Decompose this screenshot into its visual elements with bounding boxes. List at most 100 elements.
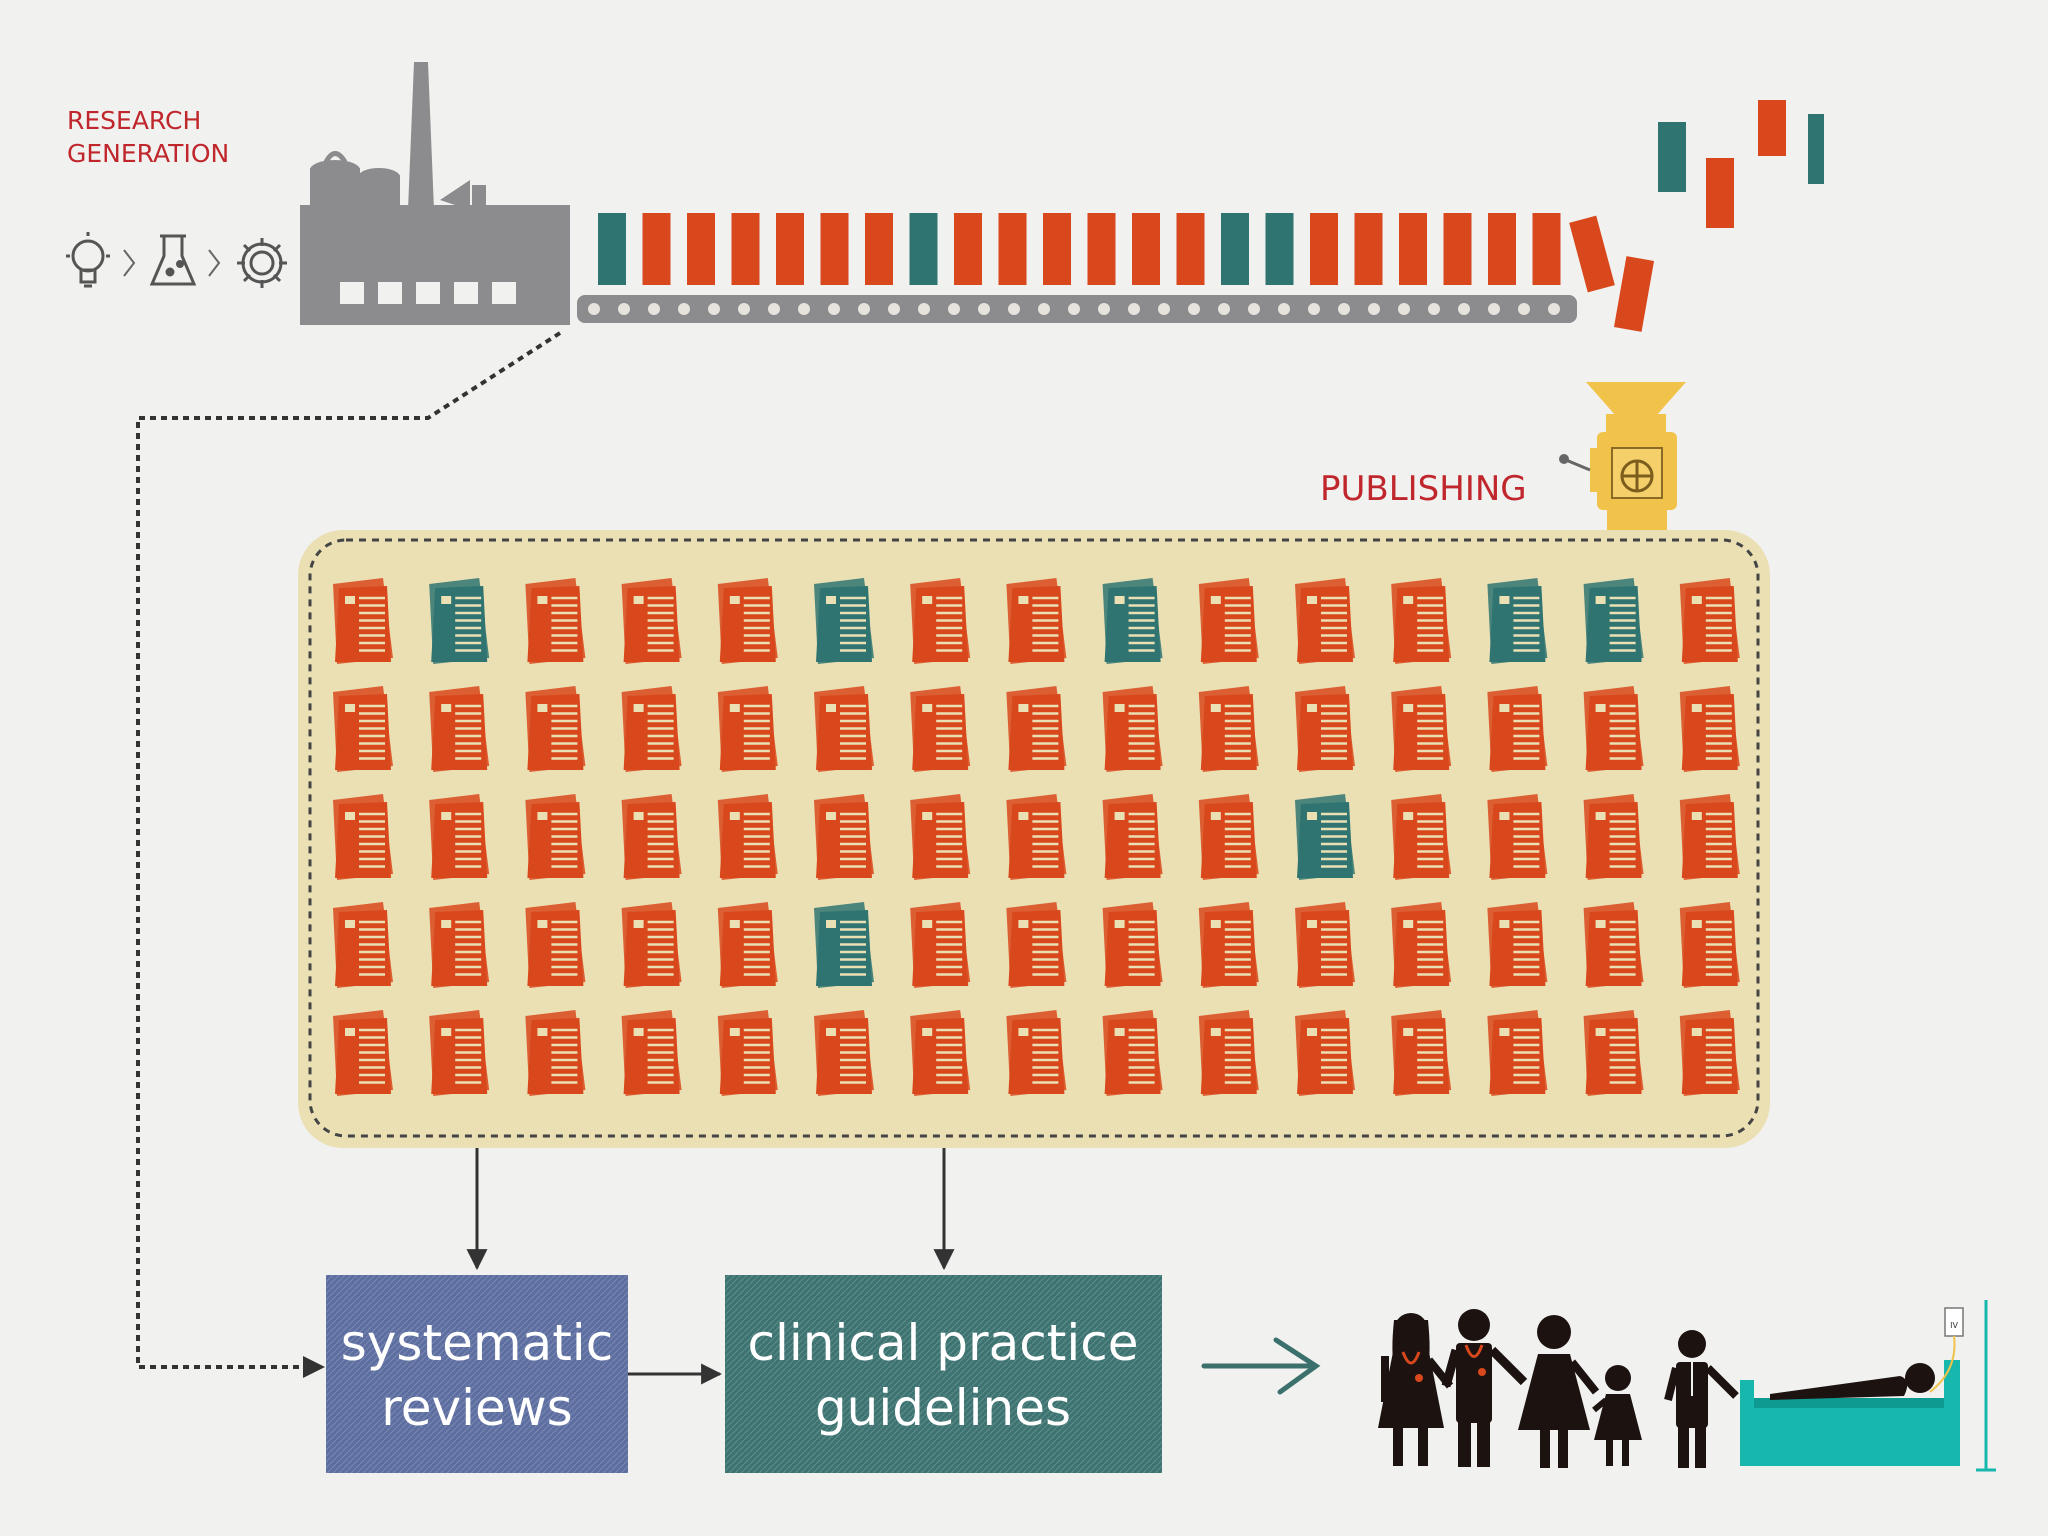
publication-document-icon: [1487, 578, 1548, 664]
publication-document-icon: [1006, 578, 1067, 664]
roller: [888, 303, 900, 315]
roller: [768, 303, 780, 315]
publication-document-icon: [717, 578, 778, 664]
publication-document-icon: [1487, 1010, 1548, 1096]
publication-document-icon: [621, 578, 682, 664]
roller: [738, 303, 750, 315]
publication-document-icon: [1583, 794, 1644, 880]
publication-document-icon: [1295, 686, 1355, 772]
systematic-reviews-line1: systematic: [341, 1314, 613, 1372]
conveyor-paper-block: [1087, 213, 1116, 285]
research-label-line2: GENERATION: [67, 139, 229, 168]
conveyor-paper-block: [1265, 213, 1294, 285]
publication-document-icon: [429, 794, 490, 880]
publication-document-icon: [910, 902, 971, 988]
patient-in-bed-icon: IV: [1740, 1300, 1996, 1472]
feedback-dotted-line: [136, 331, 562, 1369]
publication-pool-border: [308, 538, 1760, 1138]
publication-document-icon: [910, 1010, 971, 1096]
publication-document-icon: [1295, 578, 1355, 664]
publication-document-icon: [1391, 902, 1452, 988]
roller: [858, 303, 870, 315]
roller: [1338, 303, 1350, 315]
publication-document-icon: [1295, 902, 1355, 988]
people-group: IV: [1378, 1300, 1996, 1472]
publication-document-icon: [1391, 578, 1452, 664]
publication-document-icon: [717, 794, 778, 880]
systematic-reviews-line2: reviews: [381, 1379, 572, 1437]
publication-document-icon: [1198, 686, 1259, 772]
publication-document-icon: [525, 902, 586, 988]
research-label-line1: RESEARCH: [67, 106, 201, 135]
publication-document-icon: [1583, 902, 1644, 988]
publication-document-icon: [1198, 578, 1259, 664]
publication-document-icon: [1583, 578, 1644, 664]
conveyor-paper-block: [687, 213, 715, 285]
roller: [1068, 303, 1080, 315]
conveyor-paper-block: [1132, 213, 1160, 285]
roller: [1038, 303, 1050, 315]
publication-document-icon: [429, 902, 490, 988]
roller: [1188, 303, 1200, 315]
arrow-head: [303, 1356, 325, 1378]
flask-icon: [149, 234, 197, 286]
falling-paper-block: [1569, 215, 1615, 293]
publication-document-icon: [1679, 902, 1740, 988]
roller: [1278, 303, 1290, 315]
publication-document-icon: [1391, 794, 1452, 880]
publication-document-icon: [1679, 1010, 1740, 1096]
conveyor-paper-block: [1221, 213, 1249, 285]
conveyor-paper-block: [1532, 213, 1561, 285]
publication-document-icon: [333, 578, 393, 664]
document-grid: [333, 578, 1740, 1096]
publication-document-icon: [1198, 902, 1259, 988]
roller: [1218, 303, 1230, 315]
roller: [1428, 303, 1440, 315]
factory-windows: [340, 282, 516, 304]
publication-document-icon: [814, 578, 874, 664]
publication-document-icon: [814, 1010, 874, 1096]
publication-document-icon: [1102, 578, 1163, 664]
gear-icon: [237, 238, 287, 288]
conveyor-rollers: [588, 303, 1560, 315]
publication-document-icon: [1198, 794, 1259, 880]
publication-document-icon: [525, 794, 586, 880]
publication-document-icon: [333, 1010, 393, 1096]
publication-document-icon: [333, 686, 393, 772]
conveyor-paper-block: [731, 213, 760, 285]
publication-document-icon: [1006, 794, 1067, 880]
publication-document-icon: [1391, 1010, 1452, 1096]
roller: [1248, 303, 1260, 315]
box-texture: [725, 1275, 1162, 1473]
roller: [1548, 303, 1560, 315]
publication-document-icon: [910, 686, 971, 772]
publication-document-icon: [621, 1010, 682, 1096]
publication-document-icon: [621, 902, 682, 988]
roller: [1488, 303, 1500, 315]
publication-document-icon: [525, 578, 586, 664]
publication-document-icon: [717, 1010, 778, 1096]
roller: [618, 303, 630, 315]
conveyor-paper-block: [1354, 213, 1383, 285]
conveyor-paper-block: [1176, 213, 1205, 285]
publication-document-icon: [621, 686, 682, 772]
conveyor-paper-block: [1488, 213, 1516, 285]
publication-document-icon: [1102, 902, 1163, 988]
falling-paper-block: [1613, 256, 1655, 332]
falling-paper-block: [1658, 122, 1686, 192]
conveyor-paper-block: [909, 213, 938, 285]
publication-document-icon: [621, 794, 682, 880]
conveyor-paper-block: [1310, 213, 1338, 285]
roller: [678, 303, 690, 315]
roller: [648, 303, 660, 315]
roller: [798, 303, 810, 315]
publication-document-icon: [910, 578, 971, 664]
roller: [918, 303, 930, 315]
conveyor-items: [598, 213, 1561, 285]
roller: [588, 303, 600, 315]
conveyor-paper-block: [820, 213, 849, 285]
arrow-to-people-icon: [1201, 1337, 1321, 1395]
roller: [1008, 303, 1020, 315]
clinical-guidelines-line2: guidelines: [815, 1379, 1071, 1437]
